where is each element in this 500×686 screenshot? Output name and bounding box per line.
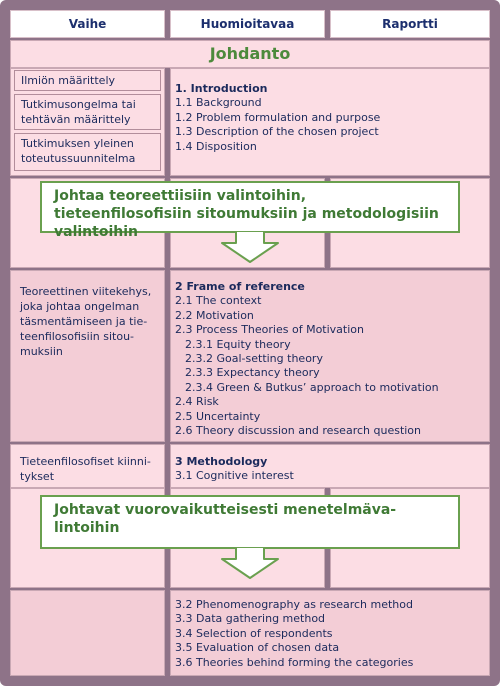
- report-line: 1.2 Problem formulation and purpose: [175, 110, 381, 124]
- report-line: 3.3 Data gathering method: [175, 612, 326, 626]
- method-col-report: [170, 444, 490, 488]
- report-line: 2.3.3 Expectancy theory: [185, 366, 320, 380]
- report-method: 3 Methodology 3.1 Cognitive interest: [175, 455, 294, 484]
- report-method-details: 3.2 Phenomenography as research method 3…: [175, 598, 413, 670]
- report-line: 1.1 Background: [175, 96, 262, 110]
- callout-theory-choices: Johtaa teoreettiisiin valintoihin, tiete…: [40, 181, 460, 240]
- report-line: 3.5 Evaluation of chosen data: [175, 641, 340, 655]
- report-line: 1.3 Description of the chosen project: [175, 125, 379, 139]
- report-line: 2.3 Process Theories of Motivation: [175, 323, 364, 337]
- callout-method-choices: Johtavat vuorovaikutteisesti menetelmäva…: [40, 495, 460, 549]
- report-frame: 2 Frame of reference 2.1 The context 2.2…: [175, 280, 439, 438]
- report-line: 3.2 Phenomenography as research method: [175, 598, 413, 611]
- report-line: 2.5 Uncertainty: [175, 409, 261, 423]
- report-line: 2.3.2 Goal-setting theory: [185, 352, 323, 366]
- stage-plan: Tutkimuksen yleinen toteutussuunnitelma: [14, 133, 161, 171]
- report-line: 2.4 Risk: [175, 395, 219, 409]
- arrow-down-icon: [221, 547, 279, 579]
- report-heading: 3 Methodology: [175, 455, 268, 468]
- final-col-phase: [10, 590, 165, 676]
- report-line: 2.6 Theory discussion and research quest…: [175, 424, 422, 438]
- header-phase: Vaihe: [10, 10, 165, 38]
- header-report: Raportti: [330, 10, 490, 38]
- report-line: 2.3.1 Equity theory: [185, 337, 291, 351]
- stage-phenomenon: Ilmiön määrittely: [14, 70, 161, 91]
- report-intro: 1. Introduction 1.1 Background 1.2 Probl…: [175, 82, 380, 154]
- intro-col-report: [170, 68, 490, 176]
- final-col-report: [170, 590, 490, 676]
- section-title: Johdanto: [209, 44, 291, 63]
- frame-col-report: [170, 270, 490, 442]
- stage-framework: Teoreettinen viitekehys, joka johtaa ong…: [14, 282, 161, 364]
- method-col-phase: [10, 444, 165, 488]
- report-line: 2.3.4 Green & Butkus’ approach to motiva…: [185, 380, 439, 394]
- report-line: 3.1 Cognitive interest: [175, 469, 294, 483]
- header-considerations: Huomioitavaa: [170, 10, 325, 38]
- report-line: 2.2 Motivation: [175, 308, 254, 322]
- arrow-down-icon: [221, 231, 279, 263]
- report-line: 1.4 Disposition: [175, 139, 257, 153]
- section-band: [10, 40, 490, 68]
- report-heading: 1. Introduction: [175, 82, 268, 95]
- stage-philosophy: Tieteenfilosofiset kiinni-tykset: [20, 455, 151, 483]
- report-heading: 2 Frame of reference: [175, 280, 305, 293]
- report-line: 3.6 Theories behind forming the categori…: [175, 655, 414, 669]
- report-line: 2.1 The context: [175, 294, 262, 308]
- report-line: 3.4 Selection of respondents: [175, 626, 333, 640]
- stage-problem: Tutkimusongelma tai tehtävän määrittely: [14, 94, 161, 130]
